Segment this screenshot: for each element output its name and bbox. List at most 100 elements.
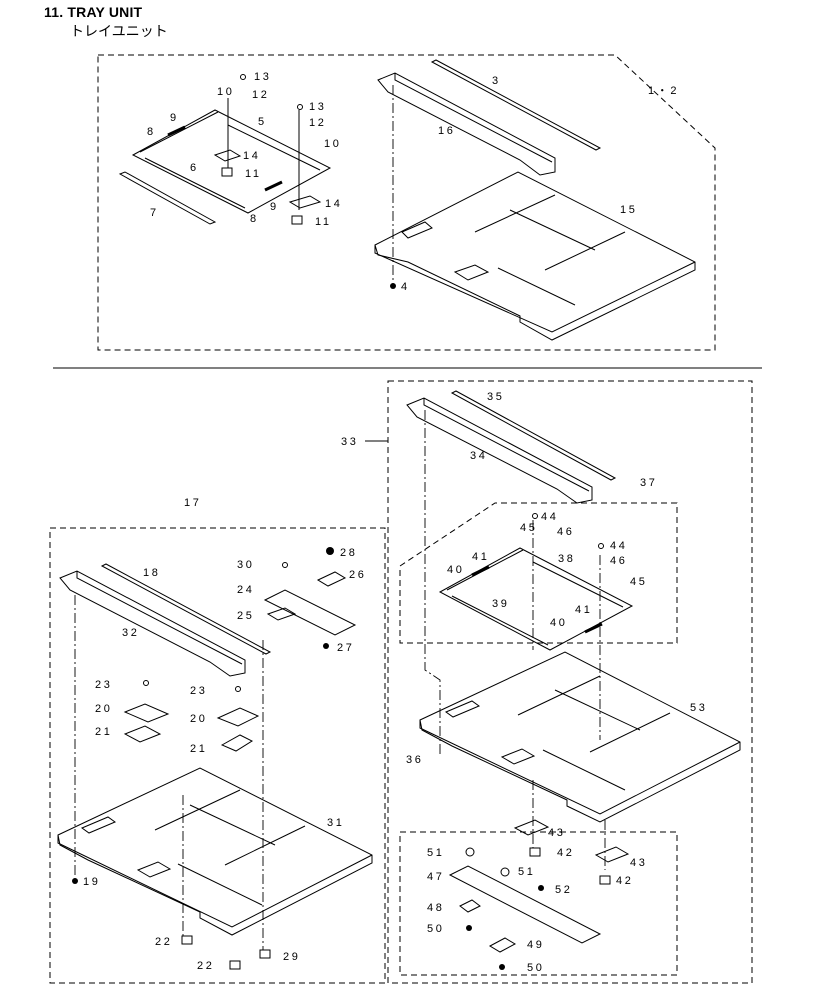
callout-46b: 46 bbox=[610, 555, 627, 567]
plate-part-21a bbox=[123, 725, 162, 743]
callout-11b: 11 bbox=[315, 216, 332, 228]
tray-plate-part-31 bbox=[57, 767, 373, 936]
tray-plate-part-53 bbox=[419, 651, 741, 823]
page-title: 11. TRAY UNIT bbox=[44, 4, 143, 20]
spring-part-41b bbox=[584, 622, 603, 634]
clip-part-22a bbox=[181, 935, 193, 945]
assembly-37-boundary bbox=[399, 502, 678, 644]
callout-3: 3 bbox=[492, 75, 501, 87]
callout-50b: 50 bbox=[527, 962, 544, 974]
header: 11. TRAY UNIT トレイユニット bbox=[44, 4, 168, 41]
callout-1-2: 1・2 bbox=[648, 85, 679, 97]
assembly-1-2-group: 1・2 3 4 5 6 7 8 8 9 9 10 10 11 11 12 12 … bbox=[97, 54, 716, 351]
callout-9b: 9 bbox=[270, 201, 279, 213]
rail-part-16 bbox=[377, 72, 556, 176]
screw-part-44b bbox=[598, 543, 604, 549]
tray-slot bbox=[401, 221, 433, 239]
callout-23a: 23 bbox=[95, 679, 112, 691]
callout-38: 38 bbox=[558, 553, 575, 565]
frame-inner-edges-37 bbox=[446, 549, 624, 646]
frame-parts-5-6 bbox=[131, 109, 332, 214]
plate-part-20b bbox=[216, 707, 260, 727]
pad-part-14b bbox=[288, 195, 322, 209]
callout-51b: 51 bbox=[518, 866, 535, 878]
callout-27: 27 bbox=[337, 642, 354, 654]
callout-49: 49 bbox=[527, 939, 544, 951]
callout-40a: 40 bbox=[447, 564, 464, 576]
assembly-leaders-17 bbox=[74, 595, 264, 950]
callout-42a: 42 bbox=[557, 847, 574, 859]
callout-13a: 13 bbox=[254, 71, 271, 83]
spring-part-9-upper bbox=[167, 125, 186, 137]
callout-26: 26 bbox=[349, 569, 366, 581]
tray-window bbox=[453, 264, 490, 281]
callout-25: 25 bbox=[237, 610, 254, 622]
frame-inner-edges bbox=[139, 111, 321, 209]
clip-part-11a bbox=[221, 167, 233, 177]
frame-parts-38-39 bbox=[438, 547, 634, 651]
pad-part-43a bbox=[513, 819, 550, 836]
screw-part-23a bbox=[143, 680, 149, 686]
block-part-49 bbox=[488, 937, 517, 953]
clip-part-29 bbox=[259, 949, 271, 959]
screw-part-28 bbox=[326, 547, 334, 555]
callout-37: 37 bbox=[640, 477, 657, 489]
callout-39: 39 bbox=[492, 598, 509, 610]
callout-10a: 10 bbox=[217, 86, 234, 98]
assembly-1-2-boundary bbox=[97, 54, 716, 351]
callout-51a: 51 bbox=[427, 847, 444, 859]
callout-33: 33 bbox=[341, 436, 358, 448]
callout-42b: 42 bbox=[616, 875, 633, 887]
clip-part-22b bbox=[229, 960, 241, 970]
screw-part-50a bbox=[466, 925, 472, 931]
tray-window-53 bbox=[500, 748, 536, 765]
callout-34: 34 bbox=[470, 450, 487, 462]
callout-44a: 44 bbox=[541, 511, 558, 523]
callout-14b: 14 bbox=[325, 198, 342, 210]
assembly-17-boundary bbox=[49, 527, 386, 984]
plate-part-21b bbox=[220, 734, 254, 752]
callout-31: 31 bbox=[327, 817, 344, 829]
callout-53: 53 bbox=[690, 702, 707, 714]
callout-45b: 45 bbox=[630, 576, 647, 588]
assembly-17-group: 17 18 19 20 20 21 21 22 22 23 23 24 25 2… bbox=[49, 497, 386, 984]
screw-part-13b bbox=[297, 104, 303, 110]
callout-21a: 21 bbox=[95, 726, 112, 738]
callout-7: 7 bbox=[150, 207, 159, 219]
callout-12b: 12 bbox=[309, 117, 326, 129]
callout-41a: 41 bbox=[472, 551, 489, 563]
rail-part-34-edge bbox=[423, 398, 590, 492]
screw-part-52 bbox=[538, 885, 544, 891]
tray-window-31 bbox=[136, 861, 172, 878]
callout-46a: 46 bbox=[557, 526, 574, 538]
callout-17: 17 bbox=[184, 497, 201, 509]
bracket-part-24 bbox=[263, 589, 357, 636]
tray-plate-part-15 bbox=[374, 171, 696, 341]
assembly-33-group: 33 34 35 36 37 38 39 40 40 41 41 42 42 4… bbox=[341, 380, 753, 984]
assembly-47-boundary bbox=[399, 831, 678, 976]
screw-part-23b bbox=[235, 686, 241, 692]
screw-part-4 bbox=[390, 283, 396, 289]
screw-part-19 bbox=[72, 878, 78, 884]
callout-18: 18 bbox=[143, 567, 160, 579]
callout-12a: 12 bbox=[252, 89, 269, 101]
callout-50a: 50 bbox=[427, 923, 444, 935]
strip-part-3 bbox=[430, 59, 602, 151]
callout-9a: 9 bbox=[170, 112, 179, 124]
screw-part-27 bbox=[323, 643, 329, 649]
assembly-33-boundary bbox=[387, 380, 753, 984]
assembly-leaders-33 bbox=[424, 410, 606, 870]
callout-16: 16 bbox=[438, 125, 455, 137]
callout-52: 52 bbox=[555, 884, 572, 896]
clip-part-11b bbox=[291, 215, 303, 225]
tray-plate-part-31-fold bbox=[57, 835, 373, 928]
screw-part-44a bbox=[532, 513, 538, 519]
block-part-48 bbox=[459, 899, 481, 913]
clip-part-42a bbox=[529, 847, 541, 857]
tray-ribs bbox=[474, 194, 626, 306]
callout-43b: 43 bbox=[630, 857, 647, 869]
strip-part-18 bbox=[100, 563, 272, 655]
callout-44b: 44 bbox=[610, 540, 627, 552]
callout-20b: 20 bbox=[190, 713, 207, 725]
